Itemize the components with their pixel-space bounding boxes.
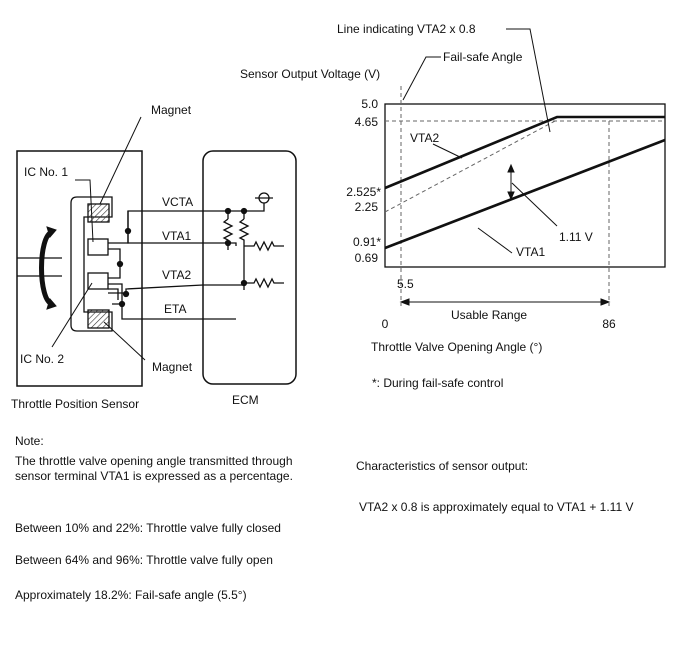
circuit-labels: Magnet IC No. 1 IC No. 2 Magnet VCTA VTA… [11, 103, 259, 411]
series-resistor-2 [244, 277, 284, 289]
note-line-1: The throttle valve opening angle transmi… [15, 454, 293, 468]
sensor-label: Throttle Position Sensor [11, 397, 139, 411]
y-tick: 0.91* [353, 235, 381, 249]
ic-no-2 [87, 272, 109, 290]
usable-range-label: Usable Range [451, 308, 527, 322]
offset-label: 1.11 V [559, 230, 593, 244]
x-tick: 86 [602, 317, 616, 331]
y-axis-label: Sensor Output Voltage (V) [240, 67, 380, 81]
series-label-vta2: VTA2 [410, 131, 439, 145]
graph-labels: Line indicating VTA2 x 0.8 Fail-safe Ang… [240, 22, 616, 390]
magnet-top [87, 203, 110, 223]
series-vta2 [384, 115, 665, 190]
ic2-label: IC No. 2 [20, 352, 64, 366]
y-tick: 2.25 [355, 200, 379, 214]
series-resistor-1 [244, 240, 284, 252]
x-axis-label: Throttle Valve Opening Angle (°) [371, 340, 542, 354]
note-title: Note: [15, 434, 44, 448]
note-line-2: sensor terminal VTA1 is expressed as a p… [15, 469, 293, 483]
terminal-vta1: VTA1 [162, 229, 191, 243]
pullup-resistor-2 [238, 218, 250, 290]
y-tick: 5.0 [361, 97, 378, 111]
offset-arrow [507, 163, 558, 227]
characteristics-title: Characteristics of sensor output: [356, 459, 529, 473]
magnet-bottom [87, 309, 110, 329]
note-fully-open: Between 64% and 96%: Throttle valve full… [15, 553, 273, 567]
terminal-vta2: VTA2 [162, 268, 191, 282]
magnet-top-label: Magnet [151, 103, 192, 117]
ecm-box [202, 150, 297, 385]
callout-line-label: Line indicating VTA2 x 0.8 [337, 22, 476, 36]
characteristics-value: VTA2 x 0.8 is approximately equal to VTA… [359, 500, 634, 514]
rotation-arrow-icon [39, 229, 54, 307]
series-label-vta1: VTA1 [516, 245, 545, 259]
ecm-label: ECM [232, 393, 259, 407]
sensor-housing [16, 150, 143, 387]
footnote: *: During fail-safe control [372, 376, 503, 390]
pullup-resistor-1 [222, 218, 234, 250]
terminal-eta: ETA [164, 302, 186, 316]
series-vta1 [384, 138, 666, 250]
note-failsafe: Approximately 18.2%: Fail-safe angle (5.… [15, 588, 247, 602]
circuit-diagram [16, 116, 297, 387]
magnet-bottom-label: Magnet [152, 360, 193, 374]
graph-frame [384, 103, 666, 268]
ic-no-1 [87, 238, 109, 256]
callout-failsafe-label: Fail-safe Angle [443, 50, 523, 64]
usable-range-arrow [399, 298, 611, 306]
x-tick: 0 [382, 317, 389, 331]
terminal-vcta: VCTA [162, 195, 193, 209]
y-tick: 2.525* [346, 185, 381, 199]
magnet-yoke [70, 196, 113, 332]
y-tick: 4.65 [355, 115, 379, 129]
x-tick: 5.5 [397, 277, 414, 291]
y-tick: 0.69 [355, 251, 379, 265]
ic1-label: IC No. 1 [24, 165, 68, 179]
note-fully-closed: Between 10% and 22%: Throttle valve full… [15, 521, 281, 535]
output-graph [384, 28, 666, 306]
